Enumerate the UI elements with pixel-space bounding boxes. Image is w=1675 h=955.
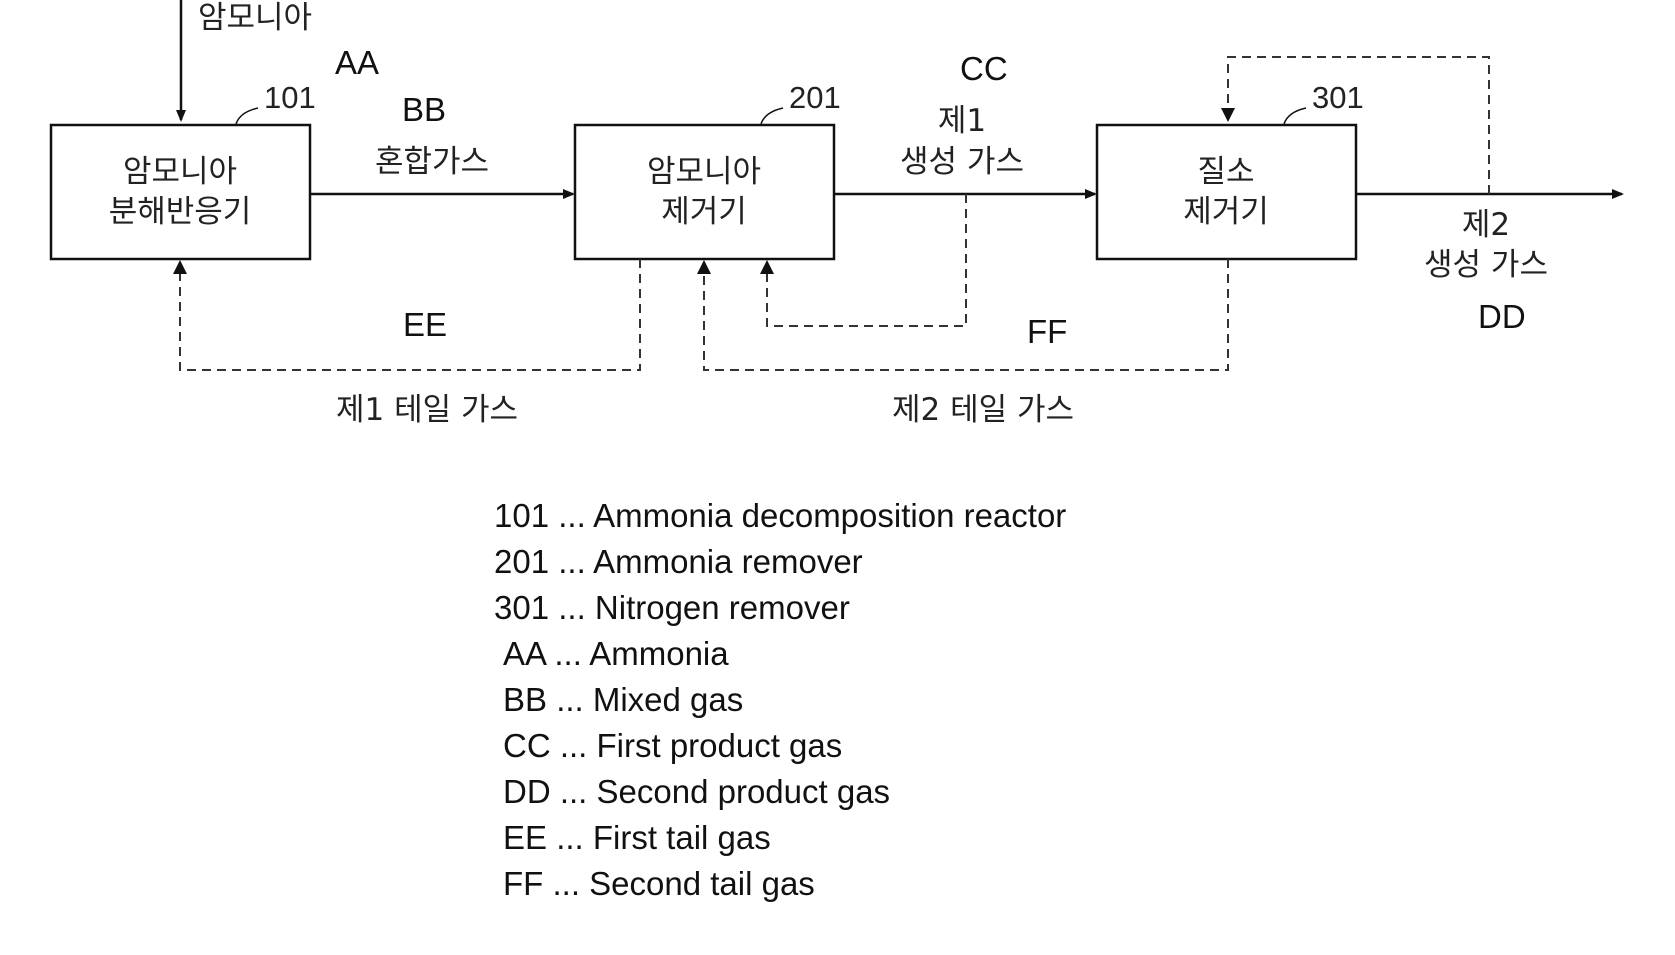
nitrogen-remover-label-line2: 제거기 (1183, 194, 1269, 230)
nitrogen-remover-box (1097, 125, 1356, 259)
ref-201-leader (761, 108, 783, 124)
first-product-label-line2: 생성 가스 (900, 144, 1024, 180)
legend-item: 201 ... Ammonia remover (494, 543, 863, 580)
code-ee: EE (403, 306, 447, 343)
legend-item: 301 ... Nitrogen remover (494, 589, 850, 626)
product-bypass-arrowhead (760, 260, 774, 274)
second-tail-gas-arrowhead (697, 260, 711, 274)
legend-item: 101 ... Ammonia decomposition reactor (494, 497, 1066, 534)
first-product-label-line1: 제1 (938, 103, 986, 139)
ref-101: 101 (264, 80, 316, 115)
code-aa: AA (335, 44, 379, 81)
code-dd: DD (1478, 298, 1526, 335)
ref-101-leader (236, 108, 258, 124)
ref-301-leader (1284, 108, 1306, 124)
ammonia-remover-box (575, 125, 834, 259)
legend-item: EE ... First tail gas (503, 819, 771, 856)
legend-item: BB ... Mixed gas (503, 681, 743, 718)
first-tail-gas-label: 제1 테일 가스 (336, 392, 518, 428)
mixed-gas-label: 혼합가스 (375, 144, 489, 180)
legend-item: AA ... Ammonia (503, 635, 729, 672)
ref-301: 301 (1312, 80, 1364, 115)
ref-201: 201 (789, 80, 841, 115)
second-product-label-line2: 생성 가스 (1424, 247, 1548, 283)
nitrogen-recycle-arrowhead (1221, 108, 1235, 122)
ammonia-remover-label-line2: 제거기 (661, 194, 747, 230)
legend-item: FF ... Second tail gas (503, 865, 815, 902)
nitrogen-remover-label-line1: 질소 (1197, 154, 1254, 190)
ammonia-decomposition-reactor-box (51, 125, 310, 259)
ammonia-input-label: 암모니아 (198, 0, 312, 36)
code-bb: BB (402, 91, 446, 128)
code-cc: CC (960, 50, 1008, 87)
reactor-label-line2: 분해반응기 (109, 194, 252, 230)
legend-item: CC ... First product gas (503, 727, 842, 764)
code-ff: FF (1027, 313, 1067, 350)
reactor-label-line1: 암모니아 (123, 154, 237, 190)
second-tail-gas-label: 제2 테일 가스 (892, 392, 1074, 428)
first-tail-gas-arrowhead (173, 260, 187, 274)
legend-item: DD ... Second product gas (503, 773, 890, 810)
legend: 101 ... Ammonia decomposition reactor 20… (494, 497, 1066, 902)
second-product-label-line1: 제2 (1462, 207, 1510, 243)
ammonia-remover-label-line1: 암모니아 (647, 154, 761, 190)
